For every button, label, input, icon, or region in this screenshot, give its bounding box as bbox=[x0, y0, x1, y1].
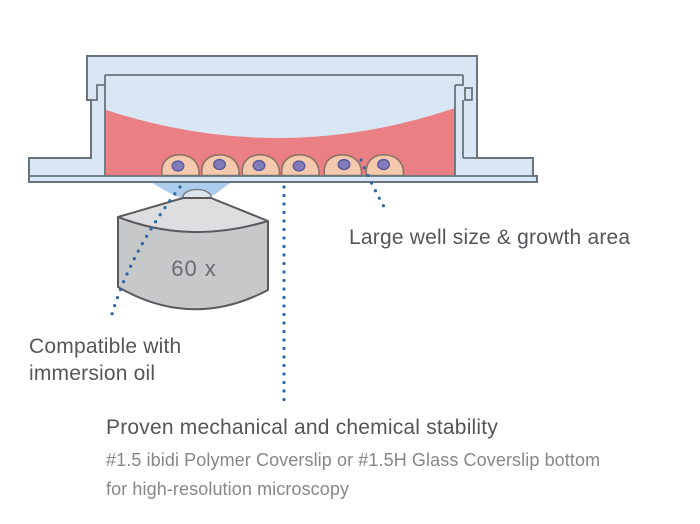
cell-nucleus bbox=[171, 160, 185, 172]
cell-monolayer bbox=[160, 153, 405, 177]
cell-nucleus bbox=[337, 158, 351, 171]
label-immersion-oil-line1: Compatible with bbox=[29, 335, 182, 358]
label-immersion-oil: Compatible with immersion oil bbox=[29, 333, 181, 387]
cell-nucleus bbox=[377, 158, 391, 171]
cell-nucleus bbox=[292, 160, 306, 172]
label-large-well-size: Large well size & growth area bbox=[349, 226, 631, 249]
objective-magnification-label: 60 x bbox=[171, 256, 217, 281]
leader-line-immersion-oil bbox=[108, 185, 182, 323]
label-coverslip-note-line1: #1.5 ibidi Polymer Coverslip or #1.5H Gl… bbox=[106, 450, 601, 470]
cell-nucleus bbox=[252, 159, 266, 172]
label-coverslip-note-line2: for high-resolution microscopy bbox=[106, 479, 350, 499]
objective-body bbox=[117, 216, 269, 311]
label-stability-heading: Proven mechanical and chemical stability bbox=[106, 416, 499, 439]
label-coverslip-note: #1.5 ibidi Polymer Coverslip or #1.5H Gl… bbox=[106, 446, 600, 504]
label-immersion-oil-line2: immersion oil bbox=[29, 362, 156, 385]
dish-internal-edges bbox=[29, 74, 537, 177]
cell-nucleus bbox=[212, 158, 226, 171]
